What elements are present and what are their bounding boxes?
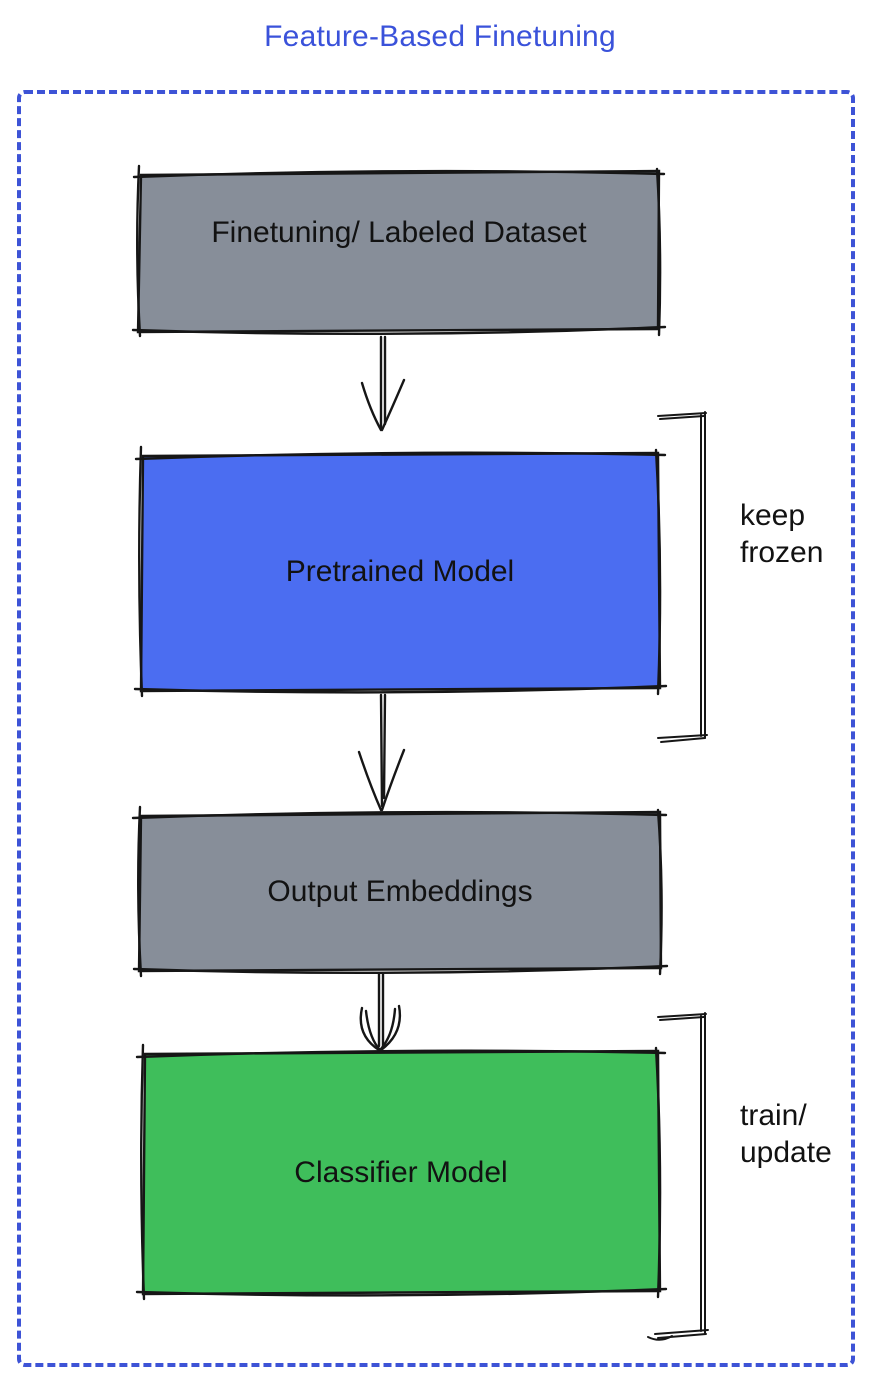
node-pretrained-label: Pretrained Model [285,555,515,588]
arrow-pretrained-to-embeddings [357,693,406,812]
node-embeddings-label: Output Embeddings [267,875,533,908]
arrow-embeddings-to-classifier [359,972,402,1052]
node-dataset-box [131,164,667,338]
bracket-keep-frozen [657,411,708,743]
node-classifier-box [135,1043,668,1301]
node-dataset-label: Finetuning/ Labeled Dataset [211,216,587,249]
annotation-keep-frozen: keep frozen [740,499,824,569]
bracket-train-update [647,1012,709,1341]
dotted-frame [17,90,855,1367]
node-pretrained-box [133,445,668,698]
node-classifier-label: Classifier Model [294,1155,508,1189]
node-embeddings-box [131,805,669,978]
arrow-dataset-to-pretrained [360,335,406,432]
annotation-train-update: train/ update [740,1099,832,1169]
page-title: Feature-Based Finetuning [264,20,616,53]
